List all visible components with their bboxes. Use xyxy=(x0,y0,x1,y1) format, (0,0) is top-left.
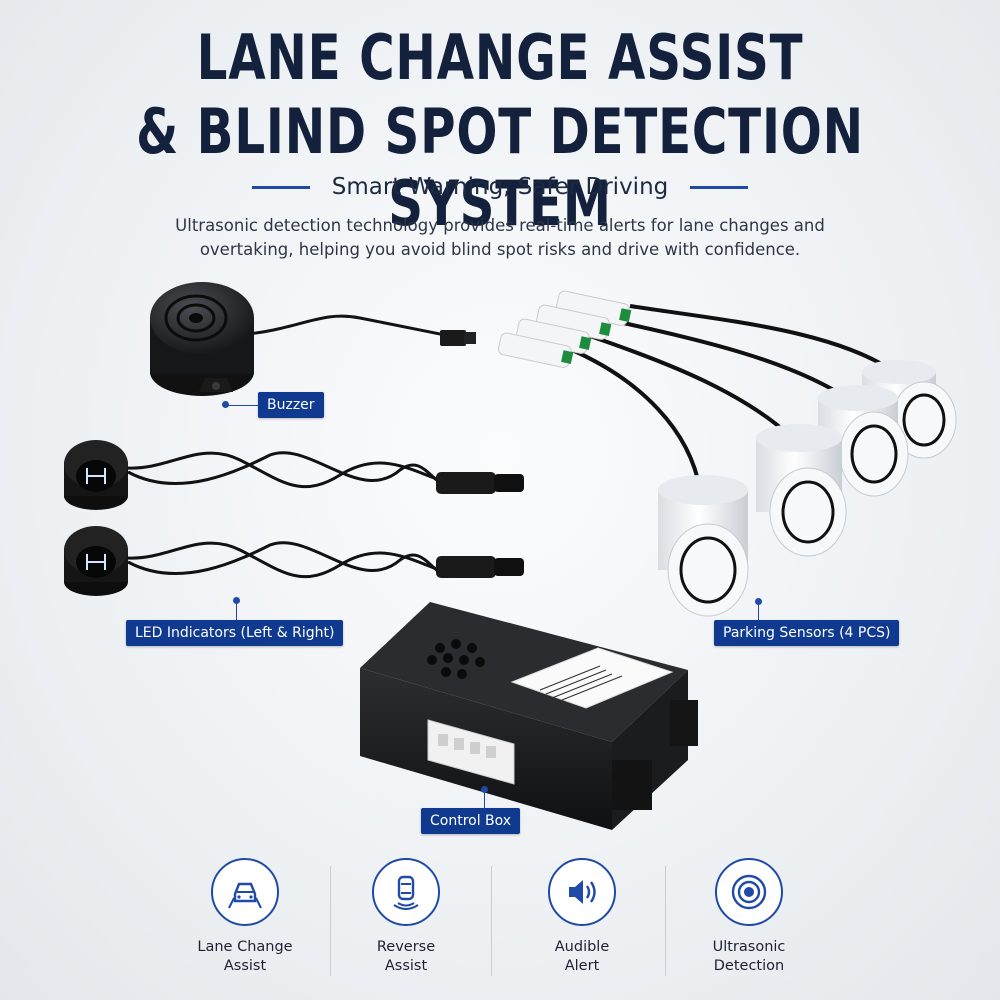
buzzer-pointer-dot xyxy=(222,401,229,408)
ultrasonic-icon xyxy=(715,858,783,926)
buzzer-device xyxy=(150,282,476,396)
feature-label-line2: Assist xyxy=(223,958,267,974)
subtitle-divider-left xyxy=(251,185,310,189)
control-box-label: Control Box xyxy=(421,808,521,834)
feature-label-line1: Ultrasonic xyxy=(712,939,786,955)
feature-label-line2: Alert xyxy=(564,958,600,974)
buzzer-pointer-line xyxy=(228,405,258,406)
parking-sensors-pointer-line xyxy=(758,604,759,620)
parking-sensor-1 xyxy=(658,475,749,617)
led-indicators-label: LED Indicators (Left & Right) xyxy=(126,620,344,646)
led-pointer-line xyxy=(236,603,237,620)
led-pointer-dot xyxy=(233,597,240,604)
car-lane-icon xyxy=(211,858,279,926)
title-line-2: & BLIND SPOT DETECTION SYSTEM xyxy=(136,95,864,240)
car-reverse-icon xyxy=(372,858,440,926)
led-indicator-right xyxy=(64,526,524,596)
feature-label-line1: Lane Change xyxy=(197,939,293,955)
feature-label-line2: Assist xyxy=(384,958,428,974)
feature-divider xyxy=(330,866,331,976)
subtitle-divider-right xyxy=(690,185,749,189)
control-box-device xyxy=(360,602,698,830)
feature-label-line1: Audible xyxy=(554,939,610,955)
feature-divider xyxy=(491,866,492,976)
parking-sensor-cables xyxy=(571,304,902,491)
feature-divider xyxy=(665,866,666,976)
parking-sensors-pointer-dot xyxy=(755,598,762,605)
control-box-pointer-dot xyxy=(481,786,488,793)
parking-sensor-connectors xyxy=(498,290,632,368)
title-line-1: LANE CHANGE ASSIST xyxy=(196,21,804,94)
feature-reverse-assist: Reverse Assist xyxy=(326,858,486,976)
subtitle-row: Smart Warning, Safer Driving xyxy=(0,172,1000,202)
feature-label-line2: Detection xyxy=(713,958,785,974)
parking-sensor-2 xyxy=(756,424,847,557)
led-indicator-left xyxy=(64,440,524,510)
feature-label-line1: Reverse xyxy=(376,939,436,955)
feature-lane-change-assist: Lane Change Assist xyxy=(165,858,325,976)
parking-sensor-3 xyxy=(818,385,909,497)
parking-sensors-label: Parking Sensors (4 PCS) xyxy=(714,620,900,646)
description: Ultrasonic detection technology provides… xyxy=(175,216,825,259)
control-box-pointer-line xyxy=(484,792,485,808)
feature-ultrasonic-detection: Ultrasonic Detection xyxy=(669,858,829,976)
speaker-icon xyxy=(548,858,616,926)
feature-audible-alert: Audible Alert xyxy=(502,858,662,976)
subtitle: Smart Warning, Safer Driving xyxy=(331,174,669,200)
buzzer-label: Buzzer xyxy=(258,392,324,418)
